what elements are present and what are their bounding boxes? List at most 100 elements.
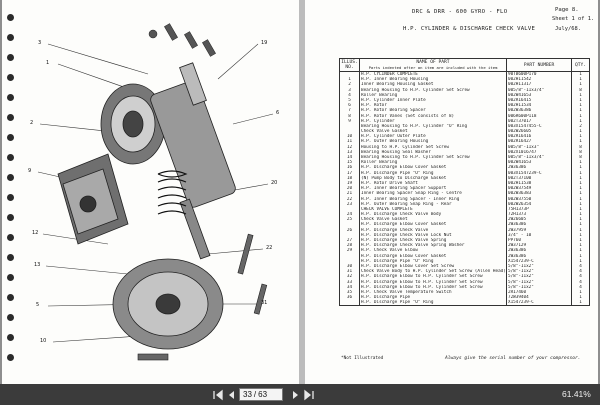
cell-qty: 1: [571, 118, 590, 124]
binder-hole: [7, 134, 14, 141]
svg-text:22: 22: [266, 245, 272, 251]
cell-qty: 1: [571, 92, 590, 98]
cell-qty: 4: [571, 279, 590, 285]
cell-part-number: X1547239-C: [505, 258, 573, 264]
cell-qty: 8: [571, 87, 590, 93]
cell-part-number: 5/8"-11x2": [505, 274, 573, 280]
cell-qty: 1: [571, 206, 590, 213]
cell-part-number: X1547239-C: [505, 300, 573, 307]
cell-part-number: 006R600P118: [505, 113, 573, 119]
cell-qty: 8: [571, 155, 590, 161]
binder-hole: [7, 334, 14, 341]
cell-qty: 1: [571, 196, 590, 202]
cell-part-number: 2W36386: [505, 248, 573, 254]
zoom-level[interactable]: 61.41%: [562, 389, 591, 399]
binder-holes: [6, 14, 16, 374]
binder-hole: [7, 354, 14, 361]
header-name-title: NAME OF PART: [416, 60, 450, 65]
viewer-toolbar: 33 / 63 61.41%: [0, 384, 600, 405]
cell-part-name: H.P. Discharge Pipe "O" Ring: [358, 300, 507, 307]
cell-part-number: 002W41653: [505, 160, 573, 166]
cell-qty: 1: [571, 77, 590, 83]
header-name-sub: Parts indented after an item are include…: [368, 65, 498, 70]
cell-qty: 1: [571, 97, 590, 104]
cell-part-number: 2R17460: [505, 289, 573, 296]
cell-qty: 8: [571, 144, 590, 150]
cell-qty: 1: [571, 180, 590, 187]
cell-qty: 1: [571, 139, 590, 145]
cell-part-number: 2W37959: [505, 227, 573, 233]
cell-part-number: 003X1547455-C: [505, 123, 573, 130]
binder-hole: [7, 274, 14, 281]
svg-text:6: 6: [276, 110, 279, 116]
binder-hole: [7, 194, 14, 201]
cell-qty: 1: [571, 227, 590, 233]
first-page-icon: [212, 389, 223, 400]
cell-part-number: 005/8"-11x3": [505, 144, 573, 150]
cell-qty: 1: [571, 238, 590, 244]
binder-hole: [7, 314, 14, 321]
last-page-button[interactable]: [301, 387, 316, 402]
binder-hole: [7, 34, 14, 41]
cell-qty: 1: [571, 160, 590, 166]
prev-page-button[interactable]: [224, 387, 239, 402]
svg-text:19: 19: [261, 40, 267, 46]
last-page-icon: [303, 389, 314, 400]
cell-qty: 1: [571, 129, 590, 135]
first-page-button[interactable]: [210, 387, 225, 402]
header-name: NAME OF PART Parts indented after an ite…: [358, 58, 507, 72]
page-number-input[interactable]: 33 / 63: [239, 388, 283, 401]
chevron-left-icon: [228, 390, 234, 399]
cell-part-number: 90TB600P170: [505, 71, 573, 78]
binder-hole: [7, 14, 14, 21]
page-separator: /: [253, 390, 257, 399]
cell-part-number: 005/8"-11x3/4": [505, 87, 573, 93]
cell-part-number: 002W37549: [505, 186, 573, 192]
cell-qty: 1: [571, 232, 590, 238]
cell-part-number: 002W26605: [505, 129, 573, 135]
cell-qty: 1: [571, 222, 590, 228]
svg-text:20: 20: [271, 180, 277, 186]
document-date: July/68.: [555, 26, 581, 32]
cell-qty: 1: [571, 82, 590, 88]
svg-text:3: 3: [38, 40, 41, 46]
svg-text:13: 13: [34, 262, 40, 268]
not-illustrated-note: *Not Illustrated: [341, 356, 384, 361]
cell-part-number: 002H11542: [505, 77, 573, 83]
page-total: 63: [258, 390, 268, 399]
cell-qty: 1: [571, 289, 590, 296]
cell-qty: 1: [571, 243, 590, 249]
cell-qty: 2: [571, 123, 590, 130]
cell-qty: 4: [571, 269, 590, 275]
cell-illus-no: [339, 300, 360, 307]
binder-hole: [7, 174, 14, 181]
cell-part-number: 5/8"-11x2": [505, 279, 573, 285]
parts-table-header: ILLUS. NO. NAME OF PART Parts indented a…: [339, 58, 590, 72]
svg-text:2: 2: [30, 120, 33, 126]
page-current: 33: [243, 390, 252, 399]
next-page-button[interactable]: [287, 387, 302, 402]
